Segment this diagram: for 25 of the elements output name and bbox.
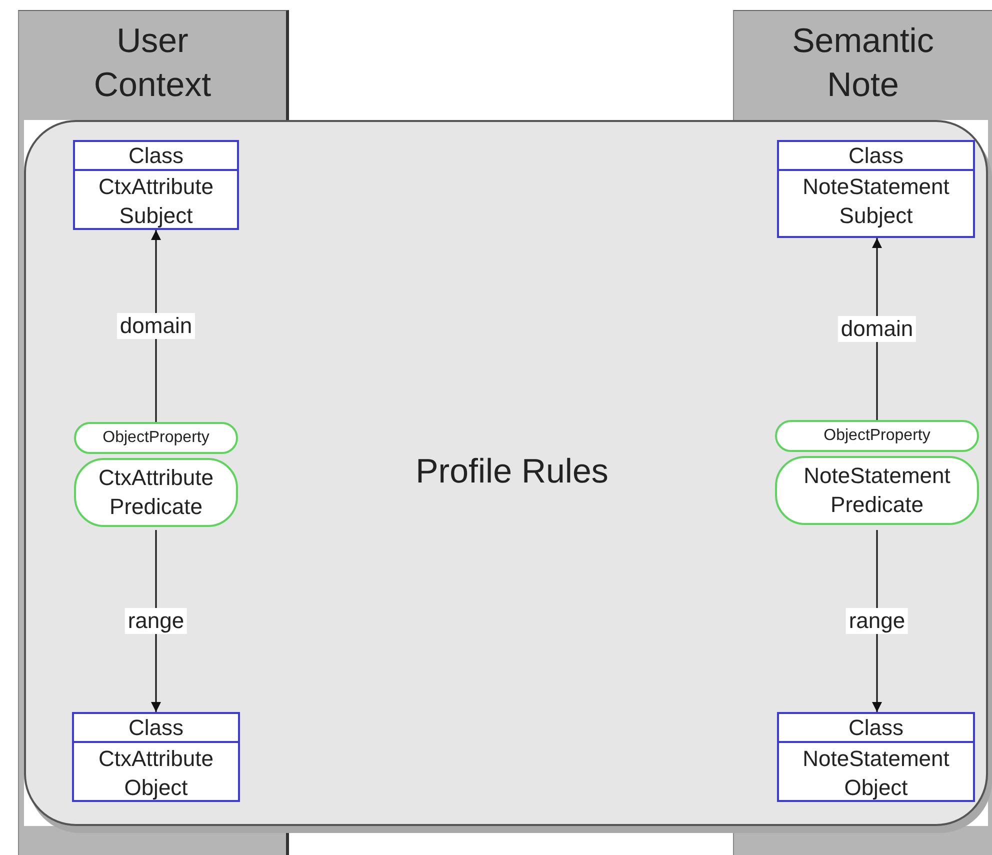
stereotype-pill: ObjectProperty [74, 422, 238, 454]
swimlane-header [733, 10, 992, 120]
lane-title: User Context [92, 21, 212, 106]
property-pill: CtxAttribute Predicate [74, 458, 238, 527]
edge-label: domain [838, 316, 916, 342]
panel-title: Profile Rules [416, 452, 608, 492]
property-pill: NoteStatement Predicate [775, 456, 979, 525]
lane-title: Semantic Note [791, 21, 935, 106]
class-box [777, 712, 975, 802]
class-box [777, 140, 975, 238]
edge-label: range [124, 608, 188, 634]
class-name: CtxAttribute Object [98, 745, 214, 802]
class-name: NoteStatement Subject [802, 173, 950, 230]
class-box [72, 712, 240, 802]
class-stereotype: Class [779, 714, 973, 743]
class-stereotype: Class [74, 714, 238, 743]
class-name: NoteStatement Object [802, 745, 950, 802]
edge-label: range [846, 608, 908, 634]
edge-label: domain [116, 313, 196, 339]
class-name: CtxAttribute Subject [98, 173, 214, 230]
class-box [73, 140, 239, 230]
class-stereotype: Class [779, 142, 973, 171]
class-stereotype: Class [75, 142, 237, 171]
stereotype-pill: ObjectProperty [775, 420, 979, 452]
swimlane-header [18, 10, 289, 120]
